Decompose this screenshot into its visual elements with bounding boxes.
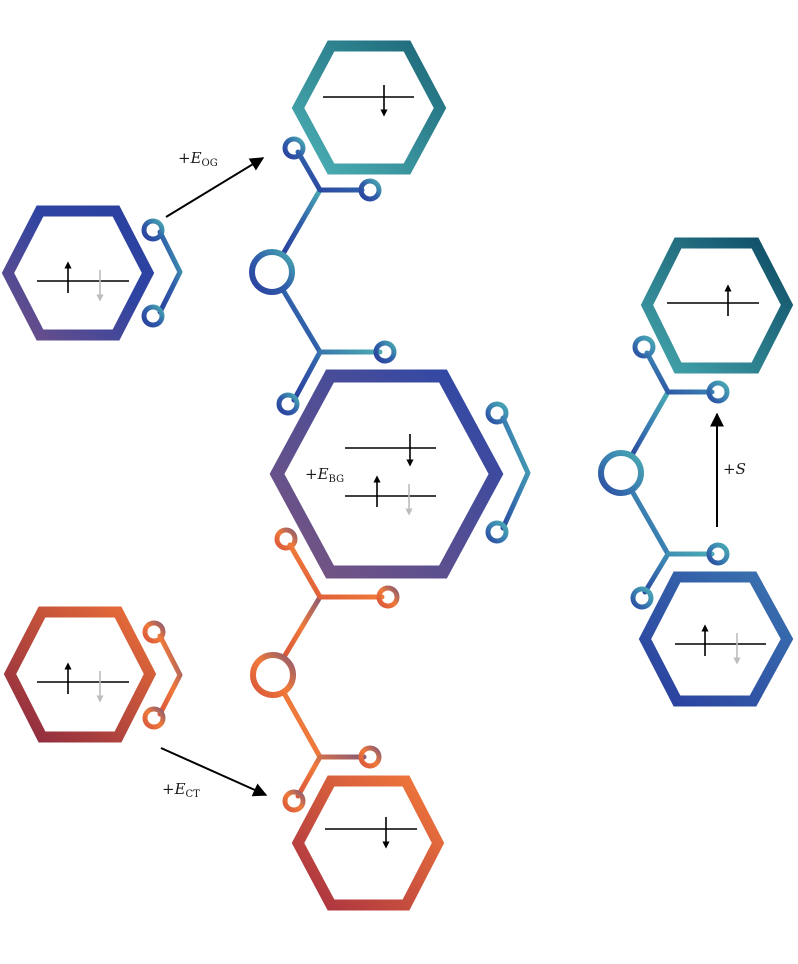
- fork-left: [157, 633, 183, 717]
- bond-down: [281, 690, 323, 760]
- hexagon-bottom: [291, 775, 445, 911]
- fork-left: [157, 229, 183, 315]
- bond-up: [281, 594, 323, 660]
- fork-down: [295, 754, 367, 799]
- branch-bottom-left: [142, 527, 400, 813]
- hexagon-top: [291, 40, 447, 175]
- terminal-node: [706, 542, 730, 566]
- terminal-node: [373, 340, 397, 364]
- hexagon-right-top: [640, 237, 794, 374]
- terminal-node: [706, 380, 730, 404]
- label-e-og: +EOG: [178, 149, 218, 169]
- terminal-node: [485, 401, 509, 425]
- fork-down: [291, 349, 383, 403]
- hub-node: [250, 652, 296, 698]
- bond-up: [280, 187, 323, 257]
- terminal-node: [632, 335, 656, 359]
- fork-up: [287, 542, 385, 600]
- terminal-node: [142, 706, 166, 730]
- bottom-levels: [325, 817, 417, 849]
- fork-up: [295, 149, 365, 193]
- fork-up: [644, 350, 715, 395]
- fork-down: [642, 551, 715, 595]
- terminal-node: [276, 392, 300, 416]
- central-levels: [345, 434, 436, 516]
- terminal-node: [142, 620, 166, 644]
- bond-up: [629, 389, 671, 458]
- label-e-bg: +EBG: [305, 465, 344, 485]
- bond-down: [629, 488, 671, 557]
- terminal-node: [376, 585, 400, 609]
- right-bottom-levels: [675, 624, 766, 665]
- terminal-node: [485, 520, 509, 544]
- right-top-levels: [667, 284, 759, 316]
- terminal-node: [630, 586, 654, 610]
- label-e-ct: +ECT: [162, 780, 200, 800]
- terminal-node: [141, 304, 165, 328]
- label-s: +S: [723, 460, 746, 478]
- top-levels: [323, 85, 414, 117]
- terminal-node: [282, 136, 306, 160]
- bond-down: [280, 287, 323, 355]
- hub-node: [249, 249, 295, 295]
- terminal-node: [282, 789, 306, 813]
- arrow-ct: [160, 747, 268, 797]
- top-left-levels: [37, 261, 129, 302]
- terminal-node: [358, 745, 382, 769]
- hexagon-right-bottom: [638, 571, 794, 707]
- hub-node: [598, 450, 644, 496]
- bottom-left-levels: [37, 662, 129, 703]
- branch-right: [485, 335, 730, 610]
- arrow-og: [165, 157, 265, 218]
- fork-left: [500, 415, 531, 531]
- terminal-node: [141, 218, 165, 242]
- terminal-node: [358, 178, 382, 202]
- hexagon-top-left: [1, 205, 155, 341]
- branch-top-left: [141, 136, 397, 416]
- central-hexagon: [269, 369, 504, 579]
- hexagon-bottom-left: [3, 606, 157, 743]
- terminal-node: [274, 527, 298, 551]
